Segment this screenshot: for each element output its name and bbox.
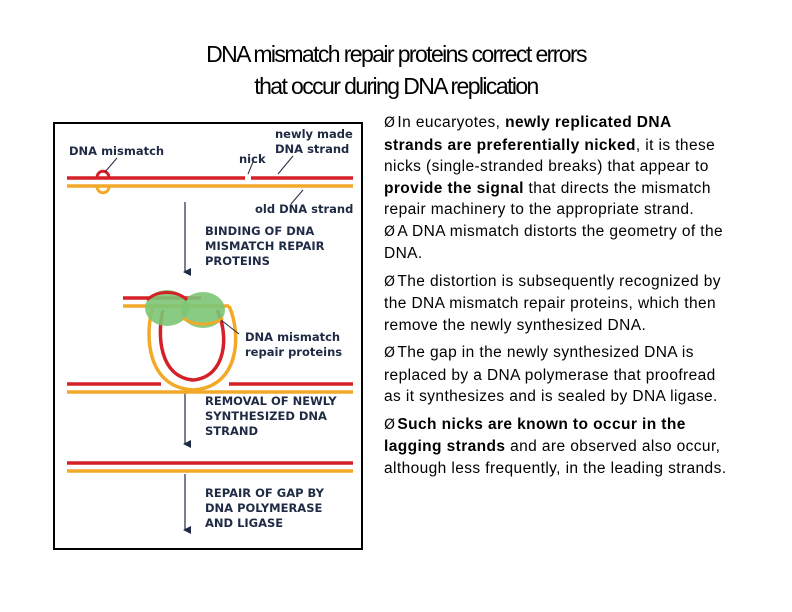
strand-over-protein-right: [182, 316, 224, 326]
repair-protein-right: [181, 292, 225, 328]
bullet-marker-icon: Ø: [384, 115, 396, 131]
repair-protein-left: [145, 290, 189, 326]
mismatch-repair-figure: DNA mismatch newly made DNA strand nick …: [53, 122, 363, 550]
bullet-1-text-3: that directs the mismatch repair machine…: [384, 179, 711, 219]
pointer-proteins: [220, 319, 240, 335]
bullet-2-text: A DNA mismatch distorts the geometry of …: [384, 222, 724, 263]
label-repair-step: REPAIR OF GAP BY DNA POLYMERASE AND LIGA…: [205, 486, 324, 530]
figure-diagram: [53, 122, 363, 550]
pointer-nick: [247, 161, 254, 175]
pointer-old-strand: [290, 189, 304, 205]
slide-title: DNA mismatch repair proteins correct err…: [0, 38, 792, 102]
bullet-1-bold-2: provide the signal: [384, 179, 524, 197]
mismatch-bulge-bottom: [95, 185, 111, 195]
step2-inner-loop: [158, 309, 226, 382]
bullet-5-bold: Such nicks are known to occur in the lag…: [384, 415, 686, 456]
pointer-newly-made: [277, 155, 294, 175]
label-repair-proteins: DNA mismatch repair proteins: [245, 330, 343, 359]
bullet-marker-icon: Ø: [384, 223, 396, 240]
bullet-marker-icon: Ø: [384, 416, 396, 433]
bullet-3-text: The distortion is subsequently recognize…: [384, 272, 721, 334]
label-nick: nick: [239, 152, 266, 166]
mismatch-bulge-top: [95, 169, 111, 179]
label-newly-made-strand: newly made DNA strand: [275, 127, 353, 156]
step2-outer-loop: [147, 305, 238, 392]
step2-protein-complex: [123, 290, 240, 392]
bullet-1-text-2: , it is these nicks (single-stranded bre…: [384, 136, 716, 176]
step4-strands: [67, 461, 353, 473]
bullet-4-text: The gap in the newly synthesized DNA is …: [384, 344, 718, 405]
pointer-mismatch: [104, 157, 118, 173]
label-removal-step: REMOVAL OF NEWLY SYNTHESIZED DNA STRAND: [205, 394, 337, 438]
step3-strands: [67, 382, 353, 394]
bullet-5-text: and are observed also occur, although le…: [384, 438, 727, 477]
title-line-1: DNA mismatch repair proteins correct err…: [206, 41, 587, 67]
bullet-1-bold: newly replicated DNA strands are prefere…: [384, 114, 672, 154]
bullet-marker-icon: Ø: [384, 273, 396, 290]
label-old-strand: old DNA strand: [255, 202, 354, 216]
bullet-1-text: In eucaryotes,: [397, 114, 506, 131]
step1-strands: [67, 155, 353, 205]
bullet-marker-icon: Ø: [384, 345, 396, 361]
label-binding-step: BINDING OF DNA MISMATCH REPAIR PROTEINS: [205, 224, 325, 268]
strand-over-protein-left: [145, 291, 189, 302]
label-dna-mismatch: DNA mismatch: [69, 144, 165, 158]
figure-frame: [53, 122, 363, 550]
title-line-2: that occur during DNA replication: [254, 73, 539, 99]
